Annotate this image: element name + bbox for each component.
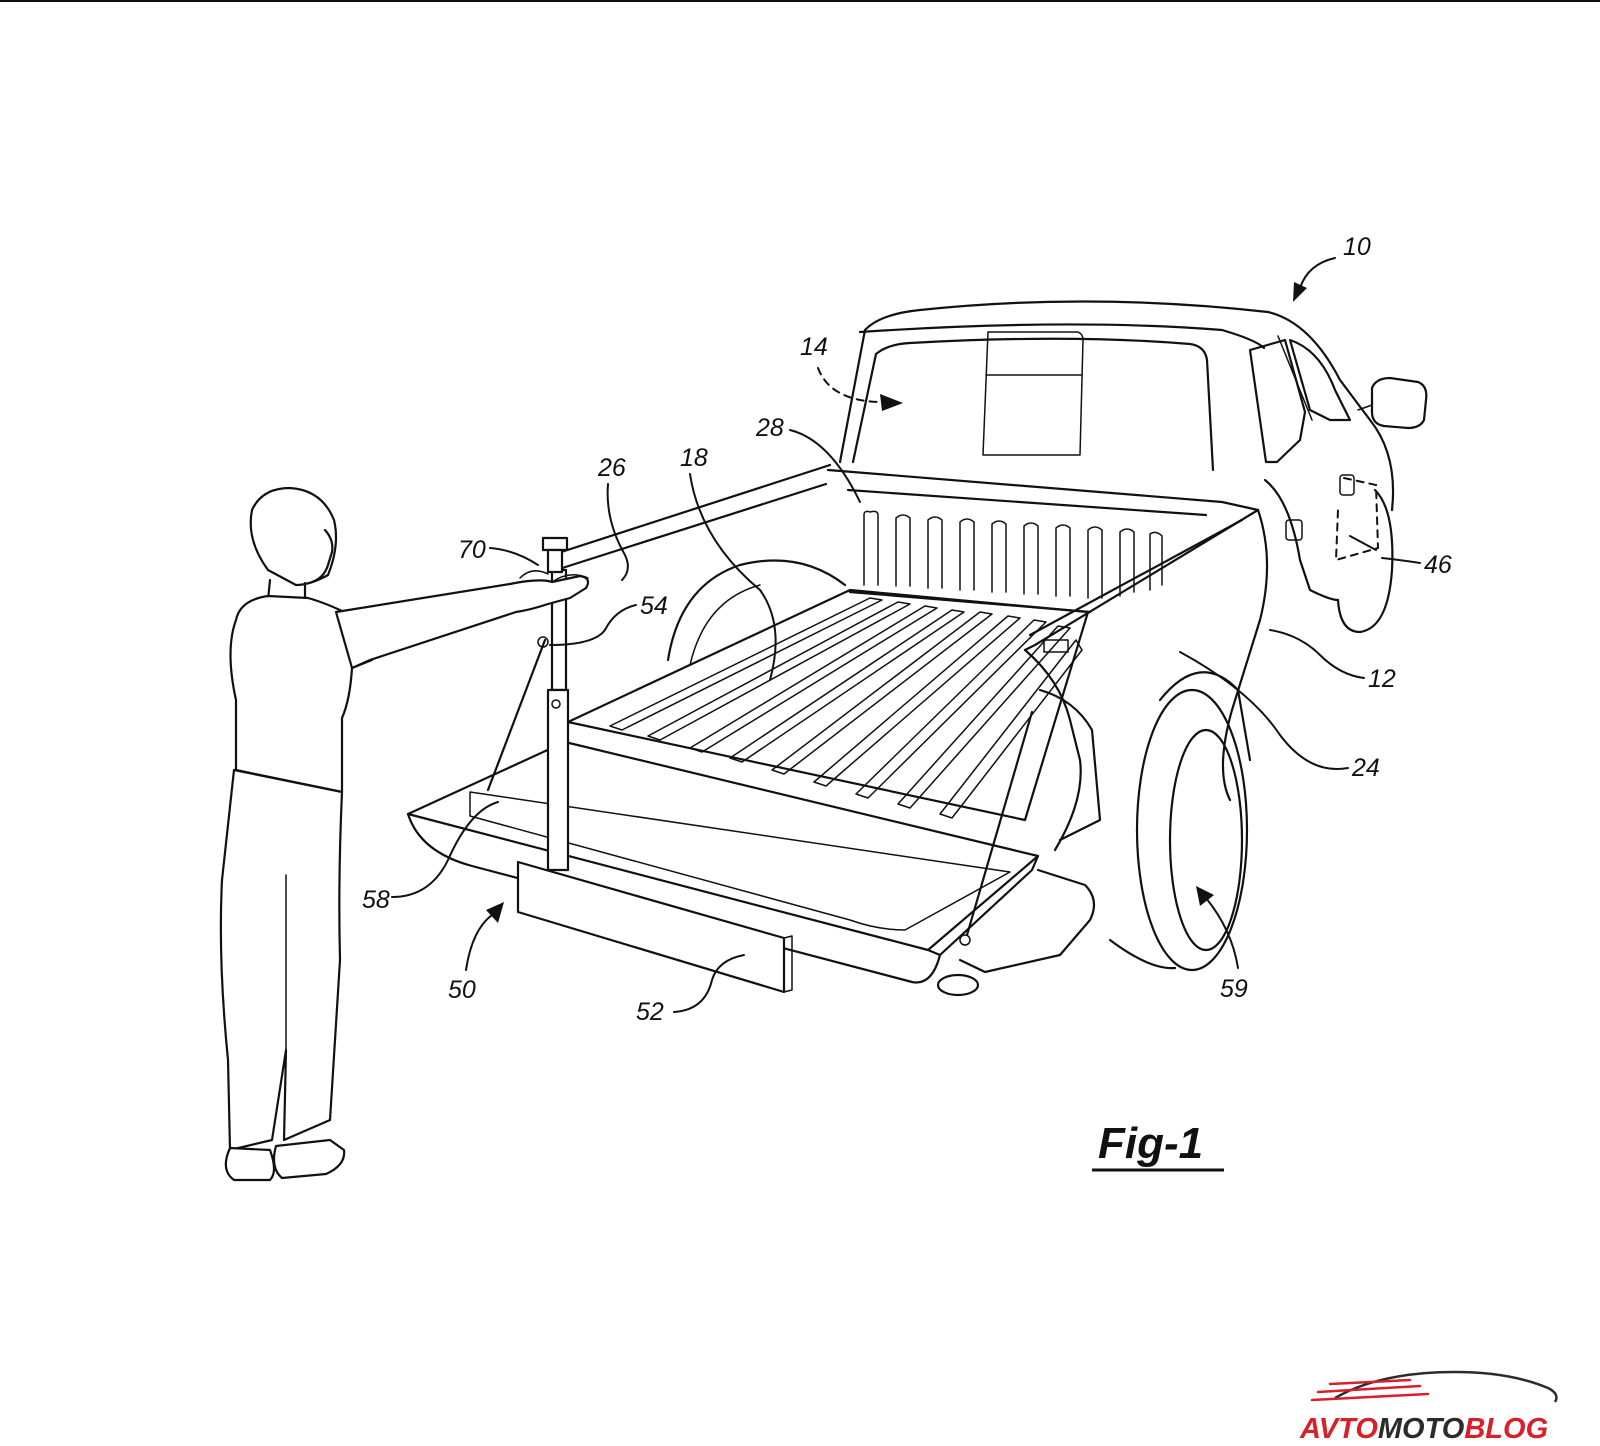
person-face xyxy=(310,528,334,584)
leader-52 xyxy=(673,954,745,1013)
watermark-blog: BLOG xyxy=(1464,1413,1548,1445)
cab-outline xyxy=(838,300,1395,512)
tailgate-hinge xyxy=(1043,639,1069,653)
side-panel-46 xyxy=(1334,477,1380,562)
person-shoe-left xyxy=(224,1146,276,1182)
leader-28 xyxy=(789,429,861,503)
post-pin xyxy=(551,699,561,709)
cable-anchor-right xyxy=(959,934,971,946)
bed-side-panel xyxy=(1023,648,1082,852)
bed-floor-outline xyxy=(566,588,1090,822)
ref-14: 14 xyxy=(800,333,828,361)
arrow-14 xyxy=(880,394,903,411)
leader-59 xyxy=(1205,897,1239,969)
ref-52: 52 xyxy=(636,998,664,1026)
ref-70: 70 xyxy=(458,536,486,564)
support-cable-right xyxy=(965,710,1034,937)
step-plate-side xyxy=(783,935,793,993)
leader-24 xyxy=(1179,651,1349,770)
figure-label: Fig-1 xyxy=(1098,1119,1203,1168)
cable-anchor-left xyxy=(537,636,549,648)
cab-side-lower xyxy=(1263,478,1340,602)
left-bed-rail-top xyxy=(550,463,832,557)
support-cable-left xyxy=(486,638,547,792)
person-arm xyxy=(334,574,590,670)
leader-58 xyxy=(391,801,499,898)
ref-54: 54 xyxy=(640,592,668,620)
side-window-rear xyxy=(1248,338,1307,464)
rear-bumper xyxy=(958,868,1096,974)
ref-18: 18 xyxy=(680,444,708,472)
leader-14 xyxy=(817,367,879,403)
arrow-10 xyxy=(1293,282,1307,302)
rear-wheel-outer xyxy=(1135,688,1249,972)
tailgate xyxy=(406,740,1040,952)
window-trim xyxy=(1277,335,1313,421)
mirror-arm xyxy=(1357,404,1373,411)
tailgate-front-face xyxy=(406,812,942,984)
ref-26: 26 xyxy=(597,454,626,482)
exhaust-pipe xyxy=(936,973,980,997)
post-top-cap xyxy=(541,536,569,552)
watermark-text: AVTOMOTOBLOG xyxy=(1299,1413,1548,1445)
truck xyxy=(406,300,1428,997)
front-wheel-far xyxy=(1336,488,1394,634)
watermark-speed-lines xyxy=(1310,1378,1430,1402)
arrow-59 xyxy=(1196,886,1214,906)
watermark-logo: AVTOMOTOBLOG xyxy=(1299,1370,1558,1445)
post-top-neck xyxy=(546,548,564,574)
ref-59: 59 xyxy=(1220,975,1248,1003)
ref-10: 10 xyxy=(1343,233,1371,261)
bed-floor-ribs xyxy=(609,597,1083,819)
tailgate-inner-panel xyxy=(469,791,1011,931)
leader-54 xyxy=(549,604,637,646)
reference-callouts: 10 14 28 26 18 70 54 46 12 24 58 50 xyxy=(362,233,1452,1026)
leader-70 xyxy=(489,547,539,566)
right-bed-rail-inner xyxy=(1028,518,1244,637)
door-handle-front xyxy=(1339,474,1355,496)
left-wheel-well-inner xyxy=(689,584,761,666)
side-mirror xyxy=(1370,376,1428,430)
watermark-avto: AVTO xyxy=(1299,1413,1378,1445)
tailgate-right-edge xyxy=(938,854,1040,957)
leader-46 xyxy=(1349,535,1421,564)
arrow-50 xyxy=(486,902,504,923)
leader-18 xyxy=(689,473,777,681)
sliding-window xyxy=(982,331,1084,456)
door-handle-rear xyxy=(1285,519,1303,541)
rear-window xyxy=(851,337,1215,472)
person-legs xyxy=(219,768,344,1152)
bed-side-outer xyxy=(1221,508,1269,802)
front-wall-ribs xyxy=(863,510,1163,599)
lift-post-lower xyxy=(546,688,570,872)
leader-10 xyxy=(1299,257,1336,289)
person-shoe-right xyxy=(272,1138,346,1180)
left-wheel-well xyxy=(666,559,847,662)
person-hand xyxy=(519,570,589,583)
figure-label-group: Fig-1 xyxy=(1092,1119,1224,1172)
tail-light xyxy=(1038,688,1102,842)
watermark-moto: MOTO xyxy=(1378,1413,1465,1445)
rear-wheel-inner xyxy=(1168,728,1244,952)
left-bed-rail-inner xyxy=(554,482,828,572)
bed-front-wall-inner xyxy=(846,488,1208,517)
person-hair xyxy=(249,486,338,587)
person xyxy=(219,486,590,1182)
ref-58: 58 xyxy=(362,886,390,914)
ref-46: 46 xyxy=(1424,551,1452,579)
leader-50 xyxy=(465,914,493,971)
leader-26 xyxy=(606,483,629,581)
side-window-front xyxy=(1288,338,1352,422)
cab-rear-edge xyxy=(858,323,1266,350)
bed-front-wall-top xyxy=(826,468,1260,512)
ref-12: 12 xyxy=(1368,665,1396,693)
leader-12 xyxy=(1269,629,1365,679)
ref-28: 28 xyxy=(755,414,784,442)
ref-24: 24 xyxy=(1351,754,1380,782)
right-bed-rail xyxy=(1023,508,1260,652)
ref-50: 50 xyxy=(448,976,476,1004)
